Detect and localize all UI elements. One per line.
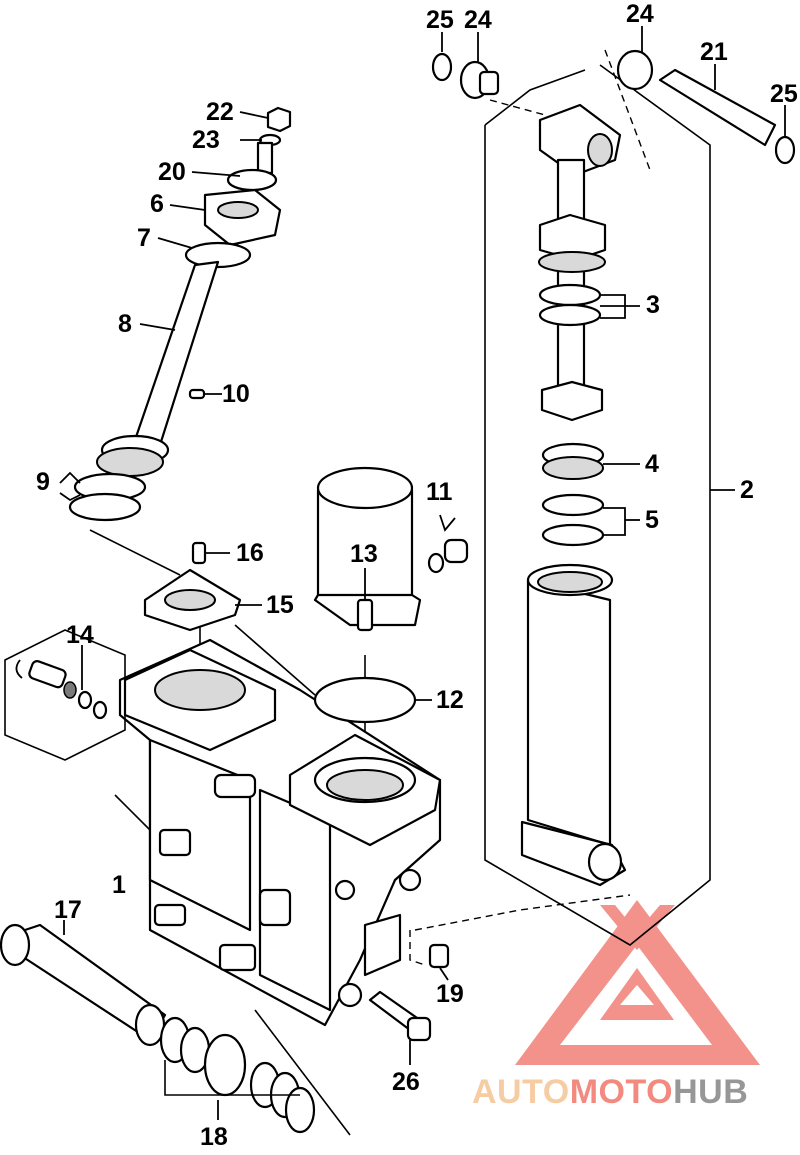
callout-26: 26 (392, 1068, 420, 1096)
clip-25b (774, 135, 796, 165)
callout-2: 2 (740, 476, 754, 504)
callout-13: 13 (350, 540, 378, 568)
o-ring-7 (184, 241, 252, 269)
stud-20 (256, 141, 274, 175)
screw-13 (356, 598, 374, 632)
wordmark-hub: HUB (673, 1073, 748, 1111)
housing-1 (118, 638, 442, 1027)
callout-9: 9 (36, 468, 50, 496)
automotohub-wordmark: AUTOMOTOHUB (472, 1073, 748, 1111)
callout-7: 7 (137, 224, 151, 252)
rings-18 (159, 1016, 316, 1134)
nut-22 (266, 106, 292, 133)
callout-18: 18 (200, 1123, 228, 1151)
plate-15 (143, 541, 242, 632)
callout-14: 14 (66, 621, 94, 649)
callout-4: 4 (645, 450, 659, 478)
pin-10 (188, 388, 206, 400)
callout-24-right: 24 (626, 0, 654, 28)
o-ring-12 (313, 676, 417, 724)
plug-11 (443, 538, 469, 564)
callout-6: 6 (150, 190, 164, 218)
pin-21 (658, 68, 777, 147)
callout-10: 10 (222, 380, 250, 408)
callout-1: 1 (112, 871, 126, 899)
valve-assembly-14 (4, 629, 126, 761)
tilt-cylinder (520, 103, 627, 887)
wordmark-moto: MOTO (570, 1073, 673, 1111)
pin-parts (431, 49, 796, 165)
leader-lines (59, 26, 786, 1120)
callout-12: 12 (436, 686, 464, 714)
callout-16: 16 (236, 539, 264, 567)
o-ring-11 (427, 552, 445, 574)
automotohub-logo (515, 900, 760, 1065)
callout-20: 20 (158, 158, 186, 186)
callout-8: 8 (118, 310, 132, 338)
callout-22: 22 (206, 98, 234, 126)
reservoir (313, 466, 469, 724)
rod-assembly (68, 106, 292, 522)
svg-text:AUTOMOTOHUB: AUTOMOTOHUB (472, 1073, 748, 1111)
callout-5: 5 (645, 506, 659, 534)
callout-labels: 22 23 20 6 7 8 10 9 16 15 14 13 11 12 1 … (36, 0, 798, 1151)
callout-25-right: 25 (770, 80, 798, 108)
callout-24-left: 24 (464, 6, 492, 34)
ring-9b (68, 492, 142, 522)
bushing-24b (616, 49, 654, 91)
piston-rod-8 (133, 260, 220, 447)
callout-21: 21 (700, 38, 728, 66)
callout-25-left: 25 (426, 6, 454, 34)
wordmark-auto: AUTO (472, 1073, 570, 1111)
callout-23: 23 (192, 126, 220, 154)
clip-25a (431, 52, 453, 82)
callout-15: 15 (266, 591, 294, 619)
screw-16 (191, 541, 207, 565)
shaft-17 (0, 923, 167, 1047)
bolt-19 (428, 943, 450, 969)
cylinder-assembly-frame (414, 64, 735, 946)
callout-17: 17 (54, 896, 82, 924)
callout-19: 19 (436, 980, 464, 1008)
callout-11: 11 (426, 478, 453, 506)
callout-3: 3 (646, 291, 660, 319)
bolts (368, 943, 450, 1042)
